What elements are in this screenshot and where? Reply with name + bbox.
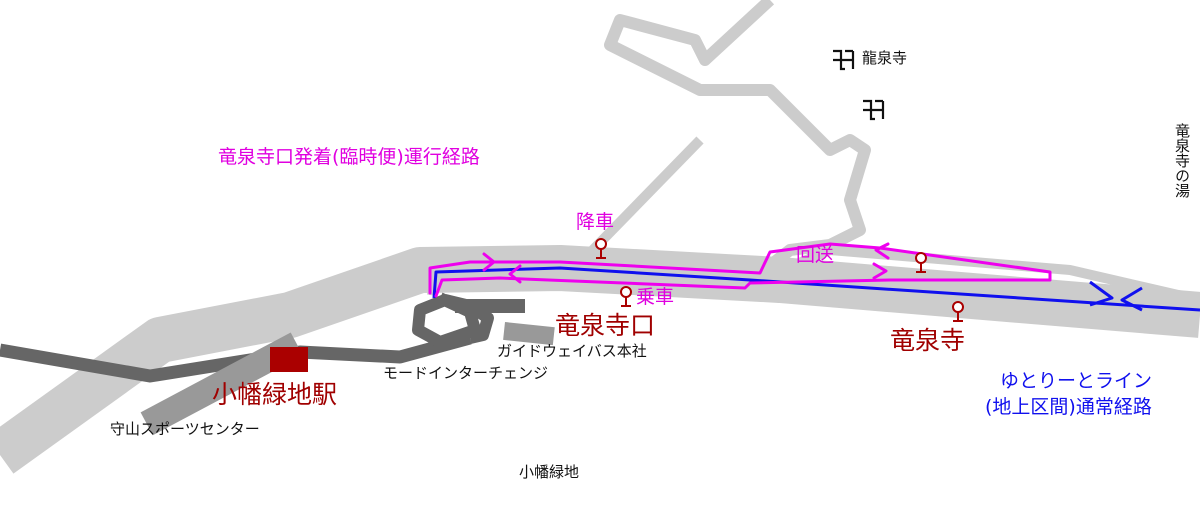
main-road — [0, 245, 1200, 474]
sports-center-building — [140, 332, 303, 436]
label-station: 小幡緑地駅 — [212, 380, 338, 409]
bus-stops — [595, 238, 964, 322]
special-route-arrow-1 — [482, 252, 496, 272]
guideway-loop — [412, 292, 494, 348]
bus-stop-icon — [595, 238, 607, 259]
special-route-line — [428, 242, 1052, 298]
mountain-road — [604, 0, 871, 290]
label-sports-center: 守山スポーツセンター — [110, 420, 260, 438]
label-mode-interchange: モードインターチェンジ — [383, 364, 549, 382]
guideway-hq-building — [503, 322, 555, 346]
label-stop-ryusenjiguchi: 竜泉寺口 — [555, 311, 656, 340]
temple-icon — [831, 49, 855, 75]
label-temple-small: 龍泉寺 — [862, 49, 908, 67]
label-park: 小幡緑地 — [519, 463, 580, 481]
map-title: 竜泉寺口発着(臨時便)運行経路 — [218, 146, 480, 168]
label-regular-line: ゆとりーとライン — [1000, 370, 1153, 392]
special-route-arrow-4 — [874, 242, 890, 260]
special-route-arrow-2 — [508, 264, 522, 284]
regular-route-arrow-out — [1120, 286, 1143, 312]
label-regular-section: (地上区間)通常経路 — [985, 396, 1152, 418]
temple-icon — [861, 99, 885, 125]
label-guideway-hq: ガイドウェイバス本社 — [497, 342, 647, 360]
special-route-arrow-3 — [872, 262, 888, 280]
bus-stop-icon — [952, 301, 964, 322]
road-network — [0, 0, 1200, 474]
label-stop-ryusenji: 竜泉寺 — [890, 326, 966, 355]
bus-stop-icon — [620, 286, 632, 307]
label-board: 乗車 — [636, 286, 675, 308]
special-route — [428, 242, 1052, 298]
bus-stop-icon — [915, 252, 927, 273]
label-deadhead: 回送 — [796, 244, 835, 266]
side-road — [581, 136, 704, 262]
regular-route-line — [432, 266, 1200, 312]
station-building — [270, 347, 308, 372]
upper-road — [738, 245, 1200, 305]
label-alight: 降車 — [576, 211, 615, 233]
regular-route — [432, 266, 1200, 312]
regular-route-arrow-in — [1089, 280, 1114, 307]
label-onsen: 竜泉寺の湯 — [1173, 123, 1191, 198]
